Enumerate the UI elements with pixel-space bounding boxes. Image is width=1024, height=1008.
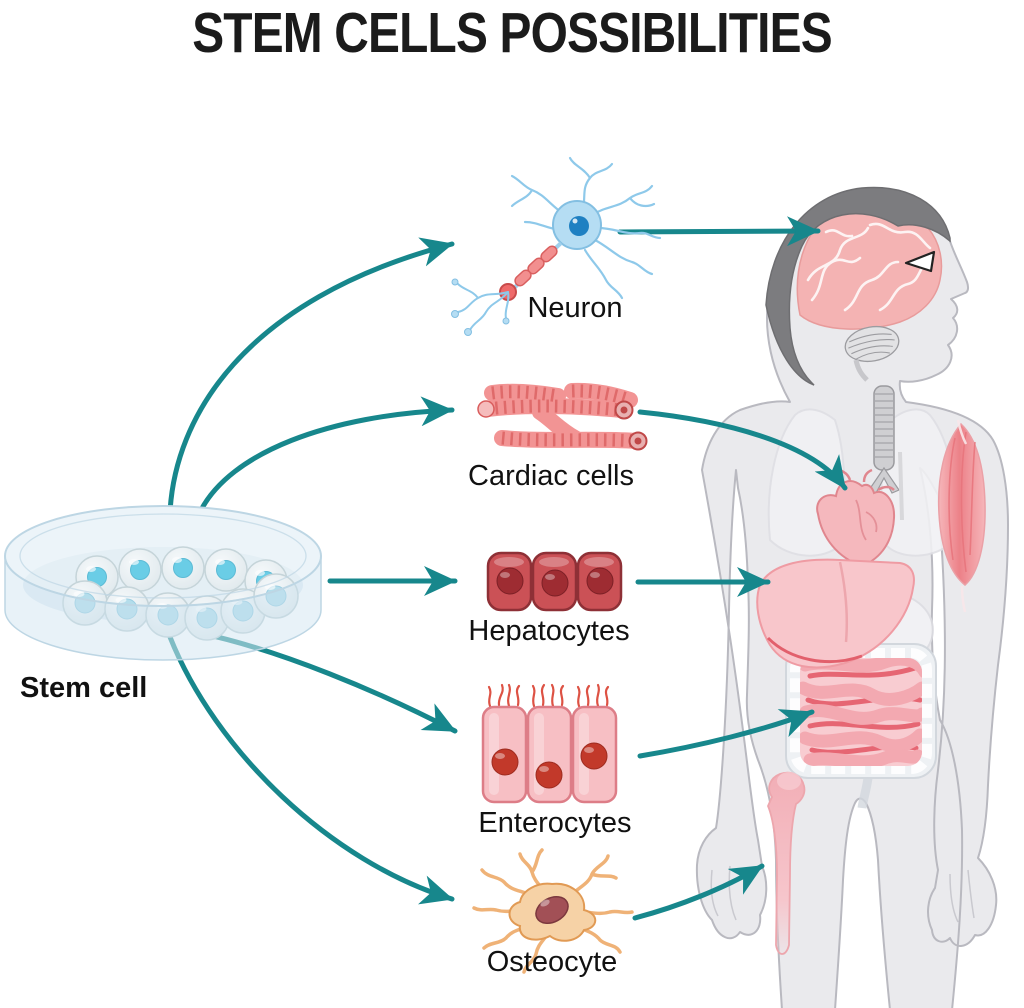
- hepatocytes-illustration: [486, 551, 623, 612]
- label-neuron: Neuron: [527, 292, 623, 324]
- enterocytes-illustration: [481, 683, 618, 804]
- arrow-enterocytes-to-intestine: [637, 709, 815, 759]
- microvilli: [487, 683, 610, 708]
- dish-rim: [4, 505, 322, 607]
- arrow-stemcell-to-osteocyte: [167, 634, 455, 905]
- hair: [765, 186, 951, 386]
- arrow-osteocyte-to-bone: [632, 863, 765, 921]
- fiber-cut-ends: [477, 400, 648, 451]
- enterocyte-nuclei: [491, 742, 608, 789]
- arrow-cardiac-to-heart: [637, 409, 848, 491]
- liver-illustration: [756, 558, 915, 669]
- hand-lines: [710, 865, 975, 923]
- label-stem-cell: Stem cell: [20, 672, 148, 704]
- trachea-illustration: [868, 385, 904, 521]
- human-body-illustration: [695, 186, 1009, 1008]
- intestine-illustration: [785, 643, 937, 809]
- bicep-muscle-illustration: [937, 419, 986, 613]
- diagram-title: STEM CELLS POSSIBILITIES: [192, 1, 832, 65]
- petri-dish: [4, 505, 322, 661]
- label-enterocytes: Enterocytes: [478, 807, 632, 839]
- cerebellum-illustration: [844, 325, 900, 363]
- hepatocyte-nuclei: [496, 567, 614, 597]
- osteocyte-nucleus: [535, 895, 569, 925]
- osteocyte-illustration: [472, 848, 634, 974]
- pathway-arrows: [167, 216, 848, 921]
- arrow-neuron-to-brain: [617, 216, 821, 247]
- arrow-stemcell-to-neuron: [167, 237, 455, 515]
- neuron-nucleus: [569, 216, 589, 236]
- label-hepatocytes: Hepatocytes: [468, 615, 630, 647]
- arrow-stemcell-to-cardiac: [197, 396, 455, 515]
- eye-icon: [904, 250, 936, 273]
- myelin-sheath: [514, 245, 558, 287]
- cardiac-cells-illustration: [477, 382, 648, 451]
- label-osteocyte: Osteocyte: [486, 946, 618, 978]
- label-cardiac-cells: Cardiac cells: [468, 460, 634, 492]
- femur-bone-illustration: [767, 771, 806, 955]
- neuron-illustration: [451, 156, 662, 336]
